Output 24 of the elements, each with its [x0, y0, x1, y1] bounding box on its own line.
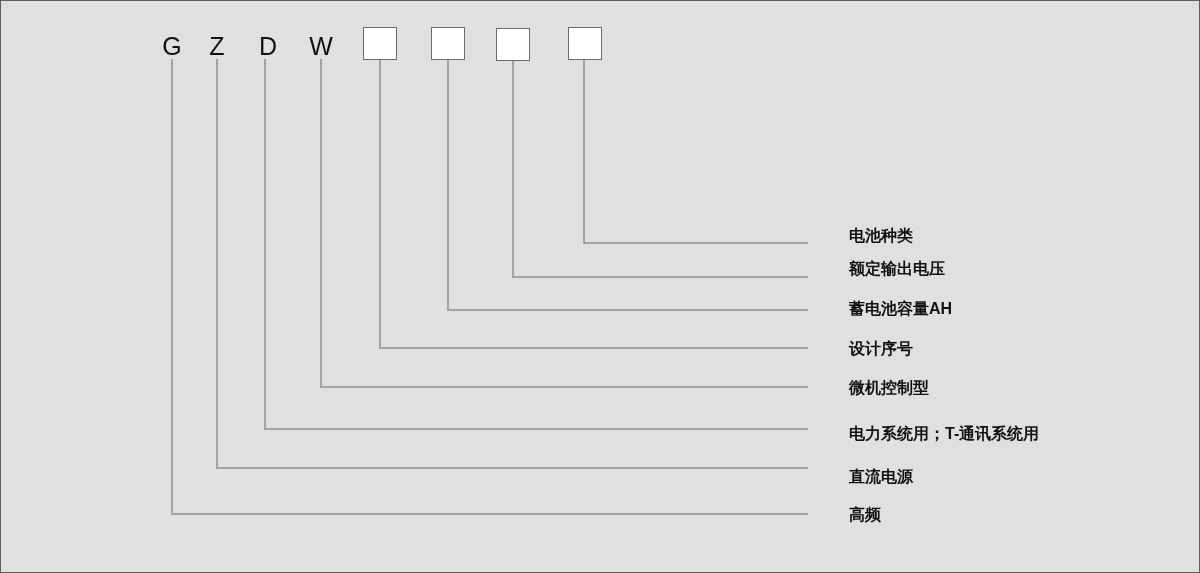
code-letter: G [162, 34, 182, 59]
blank-box [568, 27, 602, 60]
code-letter: W [309, 34, 333, 59]
leader-line [171, 58, 809, 515]
leader-line [264, 58, 809, 430]
leader-line [512, 60, 809, 278]
code-letter: Z [209, 34, 225, 59]
blank-box [496, 28, 530, 61]
blank-box [363, 27, 397, 60]
description-text: 电池种类 [849, 226, 913, 246]
leader-line [447, 59, 809, 311]
blank-box [431, 27, 465, 60]
description-text: 微机控制型 [849, 378, 929, 398]
leader-line [216, 58, 809, 469]
leader-line [583, 59, 809, 244]
code-letter: D [258, 34, 278, 59]
description-text: 电力系统用；T-通讯系统用 [849, 424, 1040, 444]
leader-line [320, 58, 809, 388]
leader-line [379, 59, 809, 349]
description-text: 高频 [849, 505, 881, 525]
description-text: 额定输出电压 [849, 259, 945, 279]
description-text: 直流电源 [849, 467, 913, 487]
description-text: 设计序号 [849, 339, 913, 359]
description-text: 蓄电池容量AH [849, 299, 953, 319]
